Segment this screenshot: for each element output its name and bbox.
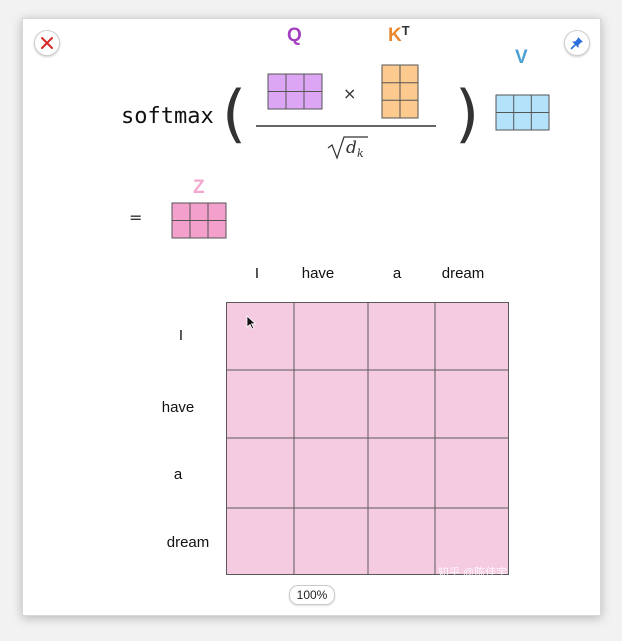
q-matrix — [267, 73, 323, 110]
times-symbol: × — [343, 84, 356, 103]
column-label-1: I — [254, 265, 260, 282]
formula-diagram: softmax ( ) Q KT V Z × d k — [121, 23, 550, 239]
row-label-2: have — [161, 399, 195, 416]
row-label-3: a — [173, 466, 183, 483]
column-label-3: a — [392, 265, 402, 282]
row-label-1: I — [178, 327, 184, 344]
row-label-4: dream — [166, 534, 210, 551]
k-label: KT — [388, 23, 410, 46]
image-viewer-window: softmax ( ) Q KT V Z × d k — [22, 18, 601, 616]
left-paren: ( — [222, 77, 246, 150]
z-matrix — [171, 202, 227, 239]
watermark: 知乎 @陈佳宇 — [438, 567, 508, 579]
column-label-4: dream — [441, 265, 485, 282]
column-label-2: have — [301, 265, 335, 282]
v-label: V — [515, 47, 528, 68]
equals-symbol: = — [129, 208, 142, 227]
z-label: Z — [193, 177, 205, 198]
pin-button[interactable] — [564, 30, 590, 56]
mouse-cursor-icon — [246, 315, 257, 330]
attention-grid — [226, 302, 509, 575]
right-paren: ) — [455, 77, 479, 150]
pin-icon — [570, 37, 583, 50]
zoom-level-badge[interactable]: 100% — [289, 585, 335, 605]
q-label: Q — [287, 25, 302, 46]
svg-text:k: k — [357, 147, 364, 160]
close-icon — [41, 37, 53, 49]
softmax-label: softmax — [121, 104, 214, 129]
close-button[interactable] — [34, 30, 60, 56]
sqrt-dk: d k — [327, 136, 368, 160]
svg-text:d: d — [346, 138, 357, 158]
kt-matrix — [381, 64, 419, 119]
v-matrix — [495, 94, 550, 131]
